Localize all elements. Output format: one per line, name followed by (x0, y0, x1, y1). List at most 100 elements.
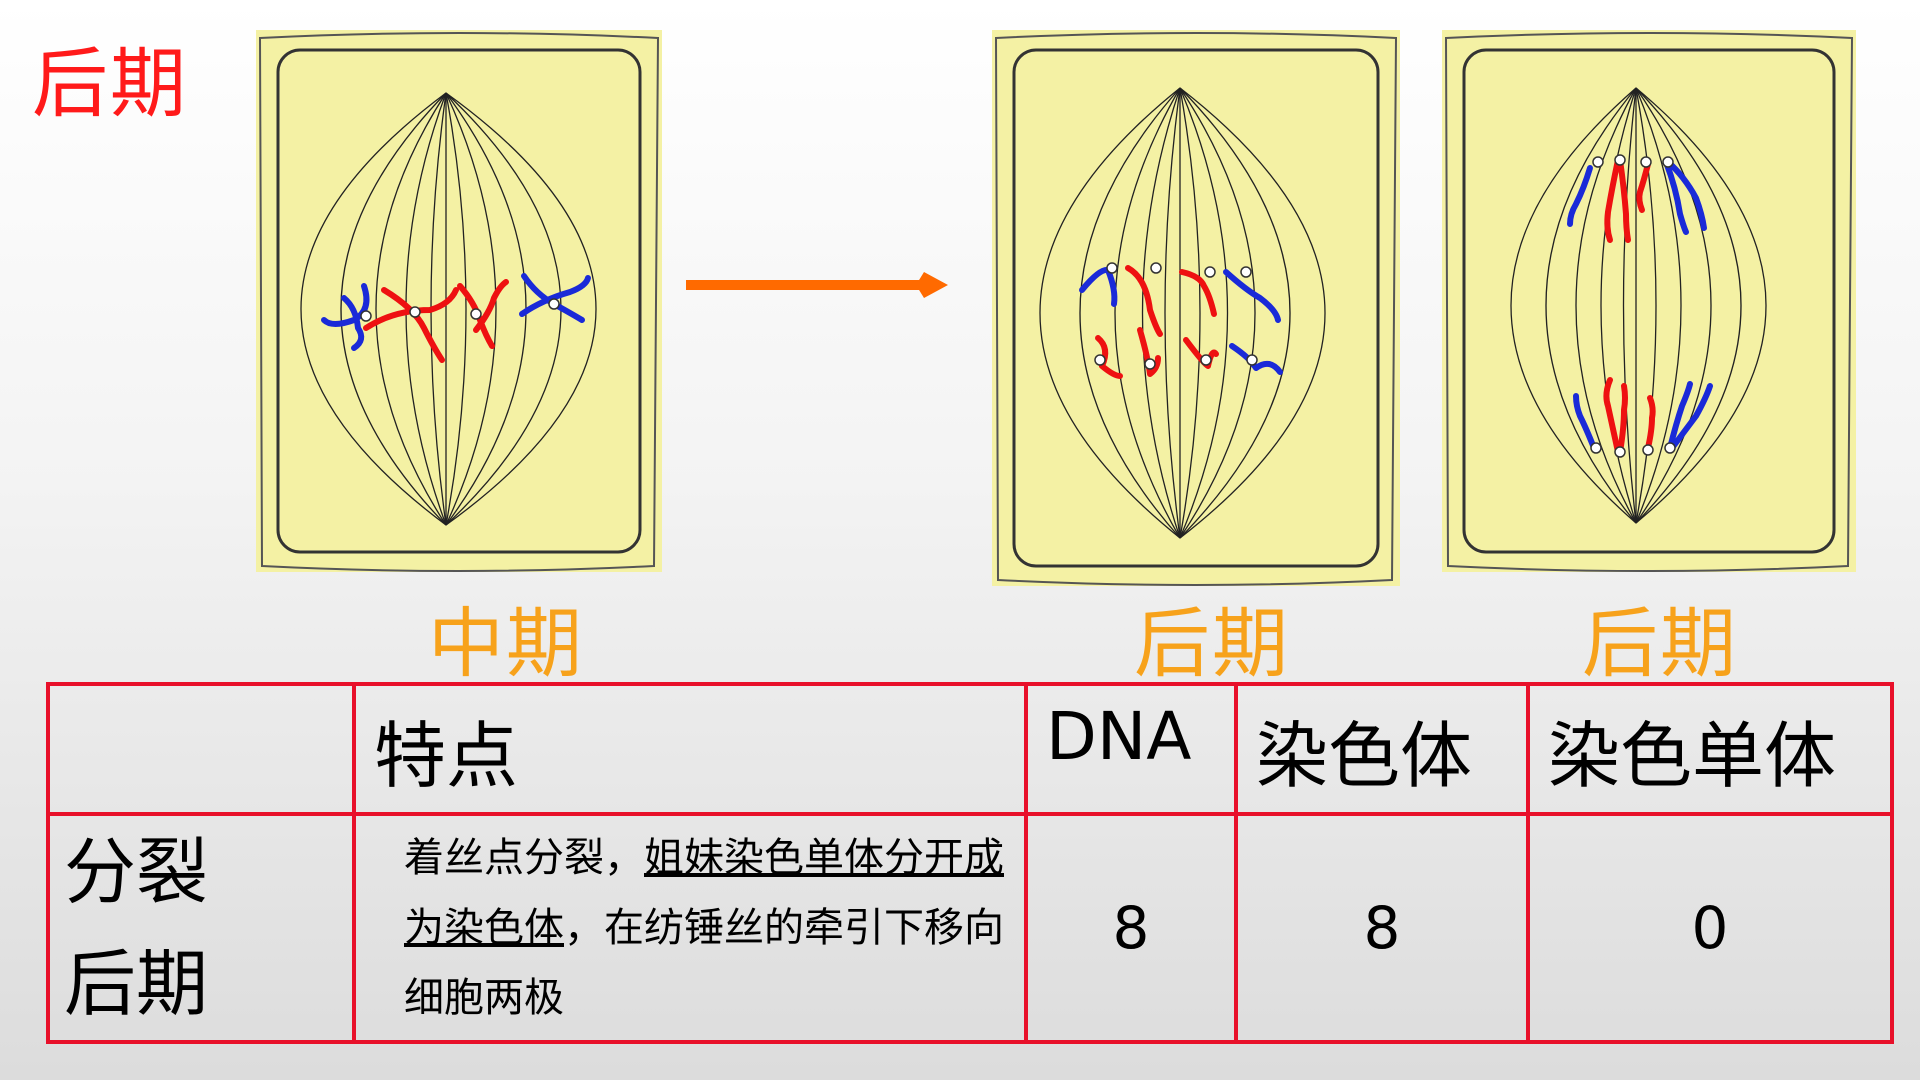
chromosome-red (1183, 337, 1219, 369)
row-label-line2: 后期 (64, 942, 209, 1026)
feature-text-3: ，在纺锤丝的牵引下移向细胞两极 (404, 905, 1004, 1021)
chromosome-red (1137, 327, 1161, 377)
table-header-row: 特点 DNA 染色体 染色单体 (46, 682, 1894, 816)
chromosome-red (1645, 395, 1656, 451)
spindle-fiber (1179, 87, 1326, 539)
chromosome-red (1095, 335, 1123, 379)
centromere (1106, 262, 1118, 274)
chromosome-red (1636, 161, 1651, 213)
metaphase-cell-diagram (254, 28, 664, 574)
spindle-fiber (1164, 87, 1181, 539)
centromere (1094, 354, 1106, 366)
chromosome-blue (519, 275, 591, 317)
progression-arrow (686, 270, 962, 302)
centromere (1642, 444, 1654, 456)
cell-wall-outline (1444, 32, 1854, 572)
feature-text-2: 姐妹染色单体分开成为染色体 (404, 835, 1004, 951)
chromosome-red (363, 287, 459, 331)
centromere (360, 310, 372, 322)
spindle-fiber (1179, 87, 1256, 539)
table-row: 分裂 后期 着丝点分裂，姐妹染色单体分开成为染色体，在纺锤丝的牵引下移向细胞两极… (46, 812, 1894, 1044)
centromere (470, 308, 482, 320)
spindle-fiber (1141, 87, 1181, 539)
spindle-fiber (1545, 87, 1637, 524)
chromosome-blue (1669, 383, 1713, 451)
spindle-fiber (1179, 87, 1229, 539)
slide-title: 后期 (32, 39, 188, 128)
centromere (1640, 156, 1652, 168)
spindle-fiber (1635, 87, 1742, 524)
chromosome-red (1179, 269, 1217, 317)
chromosome-blue (341, 295, 365, 351)
spindle-fiber (1575, 87, 1637, 524)
centromere (1200, 354, 1212, 366)
spindle-fiber (1079, 87, 1181, 539)
spindle-fiber (1600, 87, 1637, 524)
cell-membrane (1462, 48, 1836, 554)
spindle-fiber (375, 92, 447, 526)
cell-membrane (1012, 48, 1380, 568)
table-header-feature: 特点 (352, 682, 1028, 816)
table-header-chromosomes: 染色体 (1234, 682, 1530, 816)
spindle-fiber (1635, 87, 1657, 524)
spindle-fiber (445, 92, 497, 526)
row-label-line1: 分裂 (64, 830, 209, 914)
stage-label-anaphase-late: 后期 (1582, 599, 1738, 688)
spindle-fiber (1510, 87, 1637, 524)
centromere (1590, 442, 1602, 454)
centromere (409, 306, 421, 318)
spindle-fiber (445, 92, 597, 526)
chromosome-red (381, 287, 445, 363)
centromere (1240, 266, 1252, 278)
chromosome-blue (1567, 165, 1593, 227)
cell-wall-outline (258, 32, 660, 572)
chromosome-red (1617, 383, 1628, 455)
centromere (1592, 156, 1604, 168)
feature-description: 着丝点分裂，姐妹染色单体分开成为染色体，在纺锤丝的牵引下移向细胞两极 (352, 812, 1028, 1044)
summary-table: 特点 DNA 染色体 染色单体 分裂 后期 着丝点分裂，姐妹染色单体分开成为染色… (46, 682, 1894, 1044)
centromere (1246, 354, 1258, 366)
chromosome-blue (1665, 159, 1707, 231)
spindle-fiber (445, 92, 467, 526)
chromosome-blue (1223, 269, 1281, 323)
centromere (1614, 154, 1626, 166)
centromere (1614, 446, 1626, 458)
table-header-dna: DNA (1024, 682, 1238, 816)
chromosome-blue (1663, 159, 1689, 235)
spindle-fiber (1622, 87, 1637, 524)
spindle-fiber (1179, 87, 1201, 539)
chromosome-blue (1229, 343, 1283, 375)
table-header-chromatids: 染色单体 (1526, 682, 1894, 816)
spindle-fiber (1114, 87, 1181, 539)
dna-count: 8 (1024, 812, 1238, 1044)
anaphase-early-cell-diagram (990, 28, 1402, 588)
centromere (1150, 262, 1162, 274)
table-header-empty (46, 682, 356, 816)
spindle-fiber (1635, 87, 1712, 524)
chromosome-red (1617, 157, 1631, 243)
spindle-fiber (1179, 87, 1291, 539)
anaphase-late-cell-diagram (1440, 28, 1858, 574)
centromere (1204, 266, 1216, 278)
centromere (1664, 442, 1676, 454)
spindle-fiber (340, 92, 447, 526)
chromosome-red (473, 279, 509, 333)
cell-membrane (276, 48, 642, 554)
chromosome-red (1125, 265, 1163, 337)
row-label: 分裂 后期 (46, 812, 356, 1044)
chromosome-blue (1667, 381, 1693, 451)
spindle-fiber (1635, 87, 1682, 524)
chromosome-blue (1573, 393, 1597, 451)
spindle-fiber (1635, 87, 1767, 524)
feature-text-1: 着丝点分裂， (404, 835, 644, 881)
chromosome-red (1603, 377, 1621, 455)
centromere (1144, 358, 1156, 370)
stage-label-metaphase: 中期 (428, 599, 584, 688)
centromere (1662, 156, 1674, 168)
centromere (548, 298, 560, 310)
cell-wall-outline (994, 32, 1398, 586)
chromosome-count: 8 (1234, 812, 1530, 1044)
stage-label-anaphase-early: 后期 (1134, 599, 1290, 688)
chromosome-red (1604, 157, 1621, 243)
spindle-fiber (1039, 87, 1181, 539)
